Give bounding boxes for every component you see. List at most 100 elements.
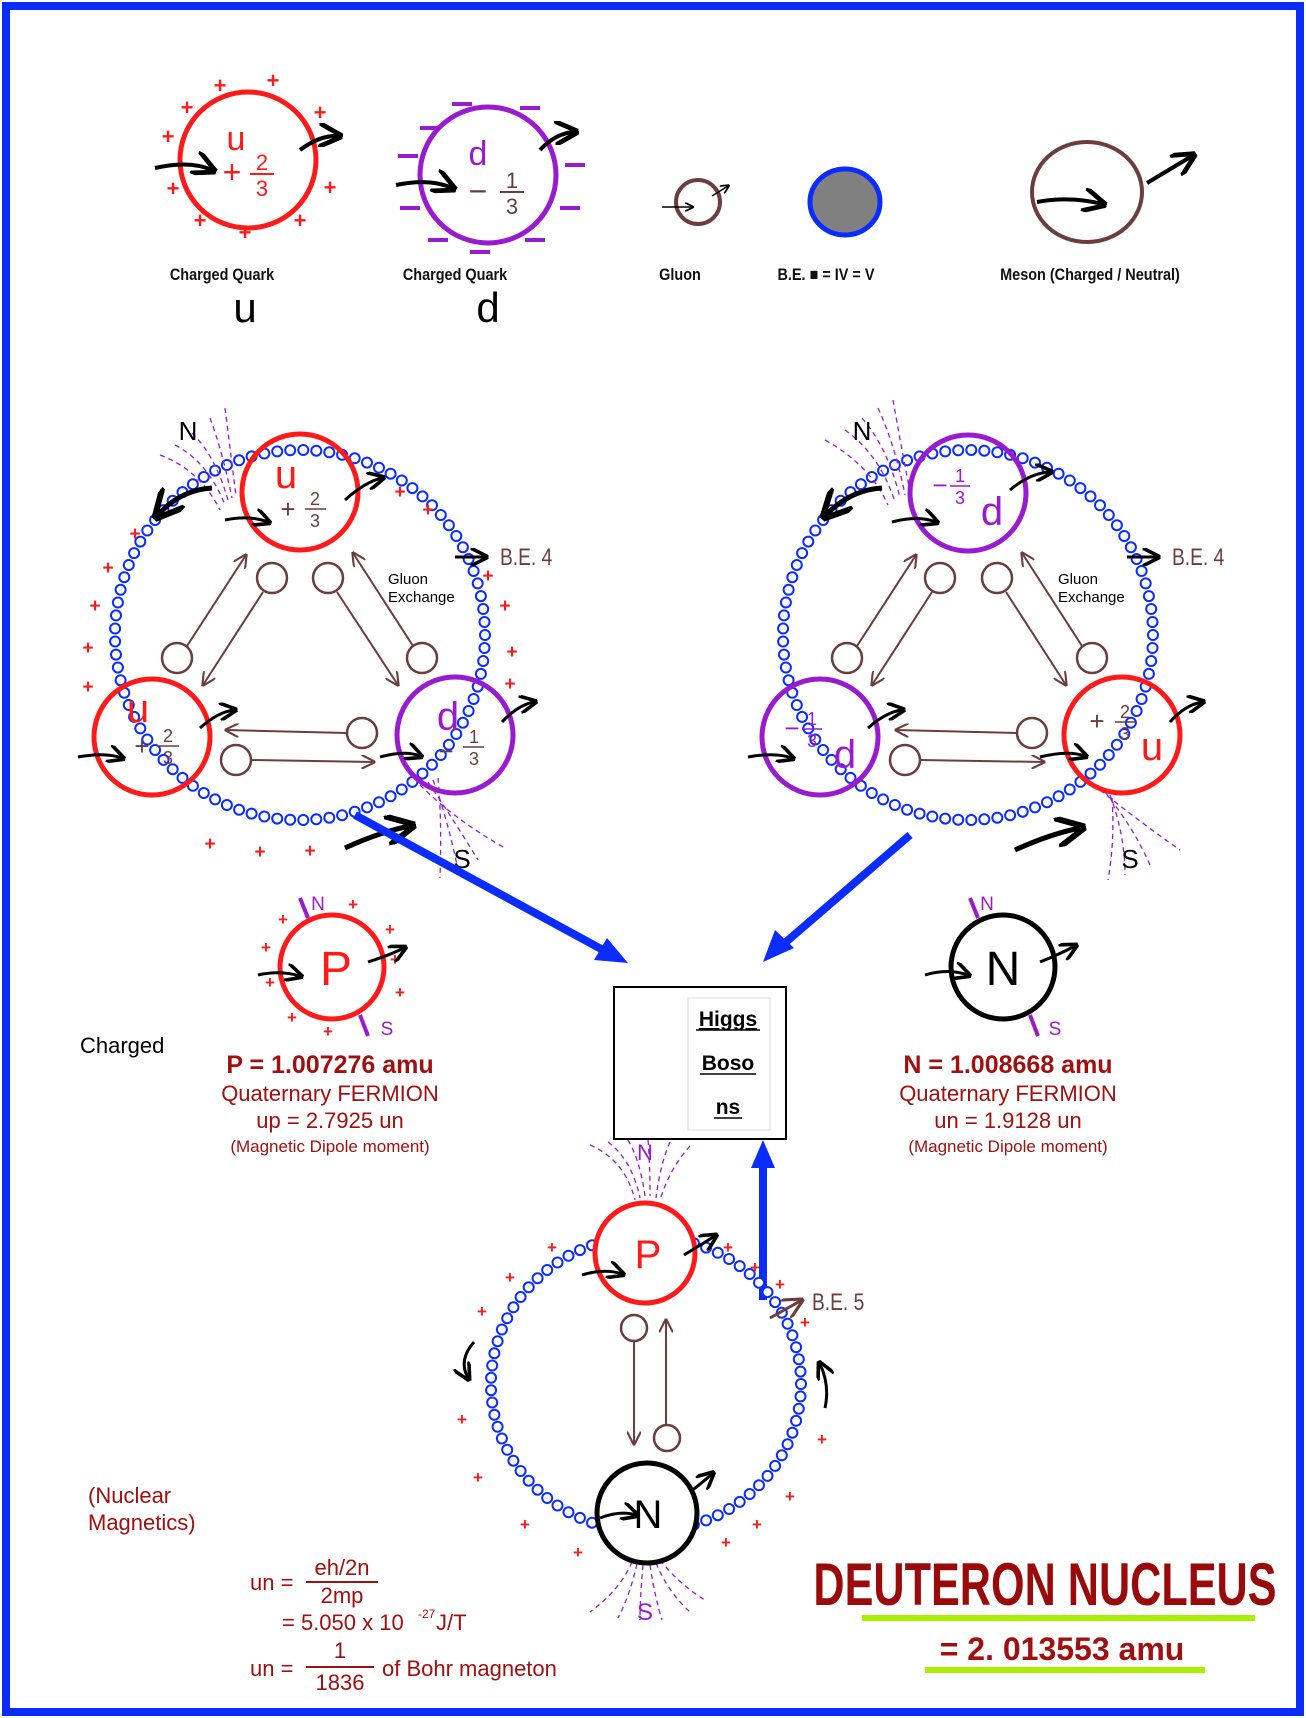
- gluon-bead: [323, 811, 336, 824]
- higgs-bosons-box: Higgs Boso ns: [613, 986, 787, 1140]
- gluon-bead: [792, 1353, 805, 1366]
- gluon-bead: [794, 1390, 807, 1403]
- gluon-bead: [1142, 590, 1155, 603]
- charge-denominator: 3: [807, 731, 817, 751]
- svg-text:+: +: [520, 1515, 530, 1534]
- field-lines-south: [1099, 789, 1181, 881]
- gluon-bead: [743, 1488, 756, 1500]
- svg-text:+: +: [473, 1468, 483, 1487]
- proton-moment-note: (Magnetic Dipole moment): [230, 1137, 429, 1156]
- deuteron-title: DEUTERON NUCLEUS: [813, 1552, 1276, 1619]
- gluon-bead: [373, 461, 385, 474]
- gluon-bead: [297, 444, 310, 456]
- gluon-bead: [877, 793, 890, 806]
- gluon-bead: [310, 813, 323, 826]
- gluon-exchange-arrows: [634, 1320, 666, 1444]
- svg-text:+: +: [394, 482, 405, 503]
- svg-text:+: +: [323, 1022, 333, 1041]
- quark-letter: u: [127, 687, 149, 731]
- gluon-bead: [1147, 629, 1159, 641]
- nuclear-magnetics-label: Magnetics): [88, 1510, 196, 1535]
- gluon-bead: [1102, 509, 1115, 521]
- gluon-bead: [817, 744, 830, 756]
- svg-text:+: +: [181, 95, 194, 120]
- svg-text:+: +: [721, 1533, 731, 1552]
- gluon-bead: [769, 1459, 782, 1472]
- gluon-bead: [1004, 809, 1017, 822]
- svg-text:+: +: [800, 1313, 810, 1332]
- svg-text:+: +: [102, 558, 113, 579]
- svg-text:+: +: [82, 677, 93, 698]
- gluon-bead: [271, 812, 284, 825]
- gluon-bead: [1110, 519, 1123, 532]
- gluon-bead: [442, 519, 455, 532]
- higgs-label-line: Boso: [702, 1052, 755, 1075]
- gluon-bead: [491, 1420, 504, 1433]
- gluon-bead: [507, 1454, 520, 1467]
- gluon-label: Gluon: [1058, 571, 1098, 588]
- gluon-bead: [952, 444, 965, 457]
- gluon-bead: [865, 787, 878, 799]
- gluon-bead: [209, 793, 222, 806]
- charge-sign: +: [1089, 706, 1104, 736]
- svg-text:+: +: [194, 208, 207, 233]
- gluon-bead: [796, 710, 809, 723]
- proton-particle: P N S +++ +++ +++ Charged P = 1.007276 a…: [80, 894, 439, 1156]
- gluon-bead: [781, 1317, 794, 1330]
- gluon-bead: [176, 771, 189, 784]
- gluon-bead: [109, 622, 122, 635]
- gluon-bead: [395, 474, 408, 487]
- gluon-bead: [233, 803, 246, 816]
- deuteron-nucleus: N S +++ +++ +++ +++ +++ P N B.E. 5: [457, 1139, 1277, 1673]
- gluon-bead: [1146, 616, 1159, 628]
- formula-exponent: -27: [418, 1607, 436, 1621]
- charge-denominator: 3: [469, 749, 479, 769]
- neutron-moment-note: (Magnetic Dipole moment): [908, 1137, 1107, 1156]
- legend-caption: Meson (Charged / Neutral): [1000, 266, 1180, 284]
- gluon-bead: [157, 753, 170, 766]
- gluon-bead: [416, 490, 429, 503]
- gluon-bead: [426, 758, 438, 771]
- gluon-bead: [926, 810, 939, 823]
- gluon-bead: [782, 583, 795, 596]
- gluon-bead: [478, 616, 491, 628]
- gluon-bead: [1094, 499, 1106, 512]
- gluon-bead: [562, 1249, 575, 1262]
- svg-text:+: +: [287, 1008, 297, 1027]
- gluon-bead: [110, 609, 122, 622]
- gluon-bead: [395, 783, 408, 796]
- gluon-bead: [450, 530, 463, 542]
- gluon-bead: [197, 471, 210, 483]
- svg-text:+: +: [750, 1258, 760, 1277]
- gluon-bead: [323, 446, 336, 459]
- gluon-bead: [149, 514, 162, 526]
- gluon-bead: [271, 445, 284, 458]
- gluon-exchange: [160, 561, 439, 777]
- gluon-bead: [467, 693, 480, 705]
- gluon-bead: [1084, 490, 1097, 503]
- gluon-bead: [1063, 783, 1076, 796]
- formula-numerator: eh/2n: [314, 1555, 369, 1580]
- gluon-bead: [186, 478, 199, 491]
- formula-numerator: 1: [334, 1638, 346, 1663]
- neutron-letter: N: [634, 1493, 663, 1537]
- gluon-bead: [141, 524, 154, 537]
- svg-text:+: +: [752, 1515, 762, 1534]
- legend-d-quark: d − 1 3 Charged Quark d: [395, 102, 585, 331]
- gluon-bead: [743, 1268, 756, 1280]
- svg-text:+: +: [477, 1302, 487, 1321]
- gluon-bead: [541, 1264, 554, 1276]
- gluon-bead: [1135, 693, 1148, 705]
- formula-rhs: of Bohr magneton: [382, 1656, 557, 1681]
- gluon-bead: [141, 733, 154, 746]
- gluon-bead: [406, 482, 419, 495]
- gluon-bead: [477, 655, 490, 667]
- gluon-bead: [485, 1384, 498, 1397]
- gluon-bead: [474, 667, 487, 680]
- gluon-bead: [817, 514, 830, 526]
- charge-sign: −: [784, 713, 799, 743]
- formula-value: = 5.050 x 10: [282, 1610, 404, 1635]
- gluon-bead: [753, 1276, 765, 1289]
- binding-energy-label: B.E. 4: [1172, 543, 1224, 571]
